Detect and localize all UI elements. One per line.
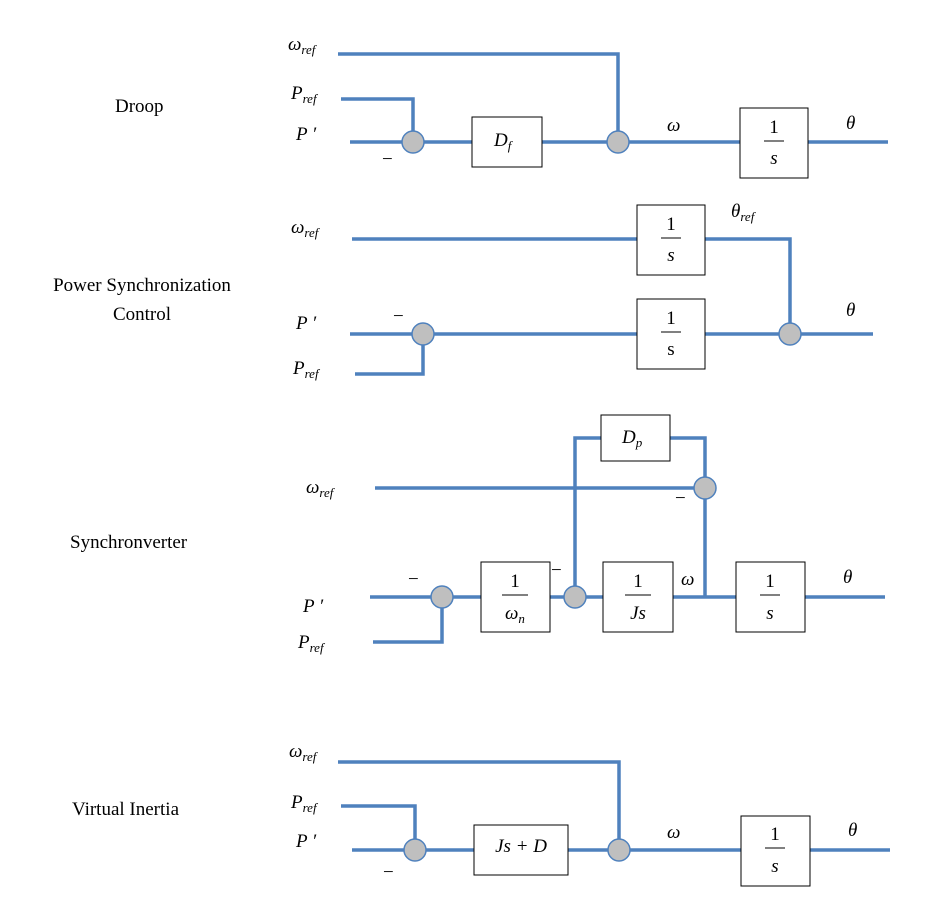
synch-pprime-label: P ′ (302, 596, 324, 617)
psc-theta-ref-wire (705, 237, 792, 334)
psc-theta-label: θ (846, 300, 855, 321)
synch-omega-ref-label: ωref (306, 477, 336, 500)
svg-text:1: 1 (666, 308, 676, 329)
svg-text:s: s (771, 856, 778, 877)
vi-summing-junction-1 (403, 838, 427, 862)
svg-text:Js: Js (630, 603, 646, 624)
synch-integrator-block: 1 s (735, 561, 806, 633)
psc-summing-junction-1 (411, 322, 435, 346)
droop-title: Droop (115, 96, 164, 117)
droop-omega-ref-label: ωref (288, 34, 318, 57)
vi-minus-sign: − (383, 862, 394, 883)
droop-integrator-block: 1 s (739, 107, 809, 179)
synch-minus-sign-3: − (675, 488, 686, 509)
droop-summing-junction-2 (606, 130, 630, 154)
svg-text:s: s (667, 339, 674, 360)
svg-text:1: 1 (633, 571, 643, 592)
svg-text:s: s (766, 603, 773, 624)
vi-integrator-block: 1 s (740, 815, 811, 887)
svg-text:1: 1 (769, 117, 779, 138)
droop-df-block: Df (471, 116, 543, 168)
psc-minus-sign: − (393, 306, 404, 327)
droop-minus-sign: − (382, 149, 393, 170)
droop-section: Droop ωref Pref P ′ − ω θ Df 1 s (115, 34, 888, 179)
droop-pref-wire (341, 97, 415, 142)
svg-text:1: 1 (510, 571, 520, 592)
psc-summing-junction-2 (778, 322, 802, 346)
psc-integrator-block-bottom: 1 s (636, 298, 706, 370)
psc-integrator-block-top: 1 s (636, 204, 706, 276)
synch-summing-junction-1 (430, 585, 454, 609)
vi-summing-junction-2 (607, 838, 631, 862)
svg-text:Dp: Dp (621, 427, 643, 450)
vi-js-plus-d-block: Js + D (473, 824, 569, 876)
psc-pref-label: Pref (292, 358, 321, 381)
synch-summing-junction-3 (693, 476, 717, 500)
synch-inv-wn-block: 1 ωn (480, 561, 551, 633)
synch-pref-wire (373, 597, 444, 644)
synch-minus-sign-1: − (408, 569, 419, 590)
virtual-inertia-section: Virtual Inertia ωref Pref P ′ − ω θ Js +… (72, 741, 890, 887)
synch-dp-output-wire (670, 436, 707, 597)
psc-title-line2: Control (113, 304, 171, 325)
droop-theta-label: θ (846, 113, 855, 134)
synch-inv-js-block: 1 Js (602, 561, 674, 633)
vi-omega-ref-label: ωref (289, 741, 319, 764)
vi-pprime-label: P ′ (295, 831, 317, 852)
synch-dp-input-wire (573, 436, 601, 597)
svg-text:Df: Df (493, 130, 514, 153)
droop-omega-ref-wire (338, 52, 620, 142)
svg-text:1: 1 (765, 571, 775, 592)
vi-theta-label: θ (848, 820, 857, 841)
vi-pref-label: Pref (290, 792, 319, 815)
svg-text:1: 1 (666, 214, 676, 235)
svg-text:s: s (667, 245, 674, 266)
synch-pref-label: Pref (297, 632, 326, 655)
synch-omega-label: ω (681, 569, 694, 590)
droop-summing-junction-1 (401, 130, 425, 154)
svg-text:1: 1 (770, 824, 780, 845)
psc-theta-ref-label: θref (731, 201, 757, 224)
synchronverter-section: Synchronverter ωref P ′ Pref − − − ω θ D… (70, 414, 885, 655)
synch-summing-junction-2 (563, 585, 587, 609)
psc-title-line1: Power Synchronization (53, 275, 231, 296)
svg-text:s: s (770, 148, 777, 169)
vi-pref-wire (341, 804, 417, 850)
vi-omega-ref-wire (338, 760, 621, 850)
droop-pref-label: Pref (290, 83, 319, 106)
vi-omega-label: ω (667, 822, 680, 843)
psc-omega-ref-label: ωref (291, 217, 321, 240)
svg-text:Js + D: Js + D (495, 836, 547, 857)
synch-minus-sign-2: − (551, 560, 562, 581)
psc-pprime-label: P ′ (295, 313, 317, 334)
vi-title: Virtual Inertia (72, 799, 180, 820)
psc-section: Power Synchronization Control ωref θref … (53, 201, 873, 381)
droop-pprime-label: P ′ (295, 124, 317, 145)
droop-omega-label: ω (667, 115, 680, 136)
synch-theta-label: θ (843, 567, 852, 588)
svg-text:ωn: ωn (505, 603, 525, 626)
synch-title: Synchronverter (70, 532, 188, 553)
synch-dp-block: Dp (600, 414, 671, 462)
psc-pref-wire (355, 334, 425, 376)
